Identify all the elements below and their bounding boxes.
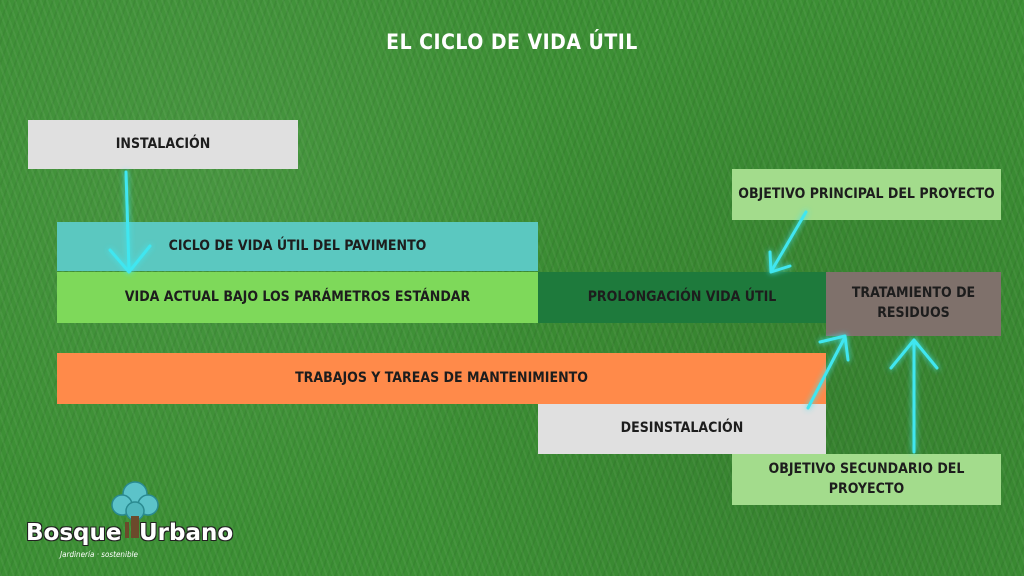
box-prolongacion: PROLONGACIÓN VIDA ÚTIL (538, 272, 826, 323)
box-instalacion: INSTALACIÓN (28, 120, 298, 169)
arrow-instalacion-down (108, 170, 152, 274)
box-objetivo-secundario-label: OBJETIVO SECUNDARIO DEL PROYECTO (768, 460, 965, 497)
box-trabajos-label: TRABAJOS Y TAREAS DE MANTENIMIENTO (295, 369, 588, 386)
arrow-secundario-to-tratamiento-diagonal (806, 334, 850, 410)
box-tratamiento-residuos: TRATAMIENTO DE RESIDUOS (826, 272, 1001, 336)
box-objetivo-principal-label: OBJETIVO PRINCIPAL DEL PROYECTO (738, 185, 995, 202)
box-vida-actual: VIDA ACTUAL BAJO LOS PARÁMETROS ESTÁNDAR (57, 272, 538, 323)
box-objetivo-secundario: OBJETIVO SECUNDARIO DEL PROYECTO (732, 454, 1001, 505)
bosque-urbano-logo: Bosque Urbano Jardinería · sostenible (26, 478, 246, 559)
box-tratamiento-label: TRATAMIENTO DE RESIDUOS (851, 285, 976, 321)
box-instalacion-label: INSTALACIÓN (115, 135, 211, 152)
box-trabajos-mantenimiento: TRABAJOS Y TAREAS DE MANTENIMIENTO (57, 353, 826, 404)
tree-icon (111, 481, 159, 538)
box-objetivo-principal: OBJETIVO PRINCIPAL DEL PROYECTO (732, 169, 1001, 220)
box-vida-actual-label: VIDA ACTUAL BAJO LOS PARÁMETROS ESTÁNDAR (124, 288, 471, 305)
diagram-title: EL CICLO DE VIDA ÚTIL (386, 30, 638, 54)
arrow-secundario-to-tratamiento-up (889, 338, 939, 454)
box-ciclo-label: CICLO DE VIDA ÚTIL DEL PAVIMENTO (168, 237, 427, 254)
logo-tagline: Jardinería · sostenible (60, 550, 138, 559)
box-desinstalacion: DESINSTALACIÓN (538, 404, 826, 454)
box-desinstalacion-label: DESINSTALACIÓN (620, 420, 744, 437)
logo-word-bosque: Bosque (26, 520, 122, 546)
arrow-objetivo-principal (768, 210, 808, 274)
logo-word-urbano: Urbano (139, 520, 234, 546)
box-prolongacion-label: PROLONGACIÓN VIDA ÚTIL (587, 288, 777, 305)
